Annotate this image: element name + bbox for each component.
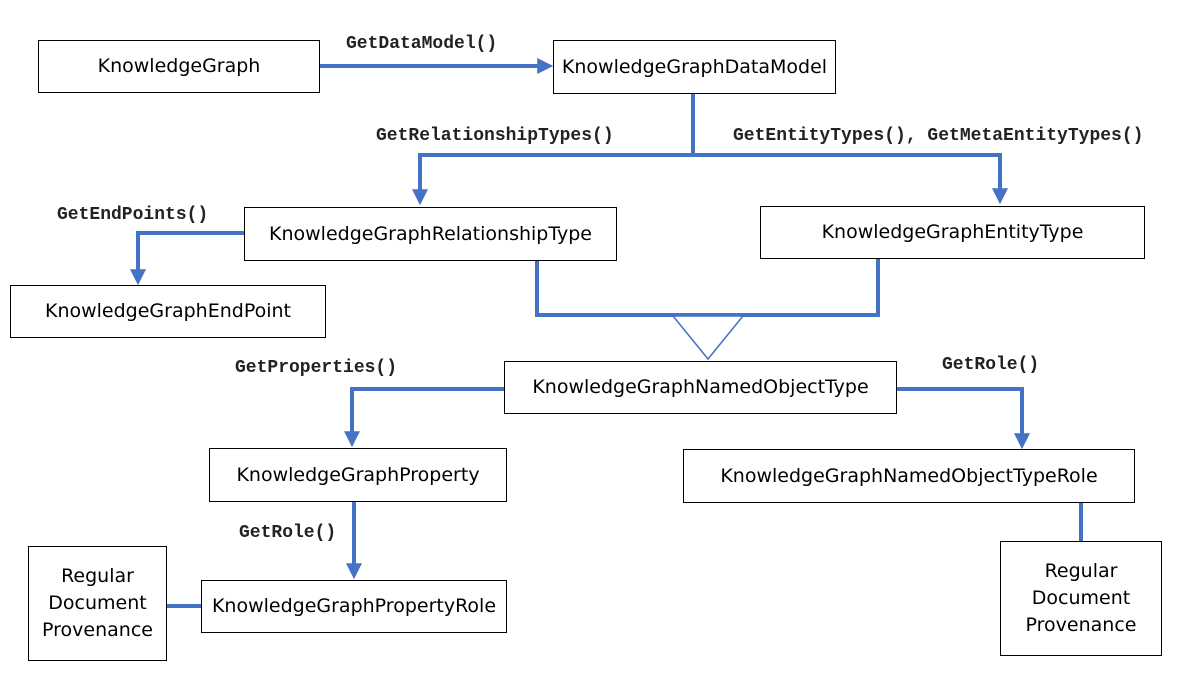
edge-get-end-points (130, 231, 244, 286)
label-get-role-named: GetRole() (942, 355, 1040, 375)
edge-get-relationship-types (412, 153, 693, 206)
label-get-relationship-types: GetRelationshipTypes() (376, 126, 614, 146)
node-provenance-left[interactable]: Regular Document Provenance (28, 546, 167, 661)
label-get-entity-types: GetEntityTypes(), GetMetaEntityTypes() (733, 126, 1144, 146)
label-get-data-model: GetDataModel() (346, 34, 498, 54)
edge-get-properties (344, 387, 504, 448)
edge-get-role-named (897, 387, 1030, 450)
edge-inherit-entity (708, 259, 880, 317)
node-property[interactable]: KnowledgeGraphProperty (209, 448, 507, 502)
node-data-model[interactable]: KnowledgeGraphDataModel (553, 40, 836, 94)
label-get-end-points: GetEndPoints() (57, 205, 209, 225)
edge-inherit-relationship (535, 260, 708, 317)
label-get-properties: GetProperties() (235, 358, 398, 378)
node-named-object-type-role[interactable]: KnowledgeGraphNamedObjectTypeRole (683, 449, 1135, 503)
node-end-point[interactable]: KnowledgeGraphEndPoint (10, 285, 326, 338)
label-get-role-property: GetRole() (239, 523, 337, 543)
node-named-object-type[interactable]: KnowledgeGraphNamedObjectType (504, 361, 897, 414)
node-relationship-type[interactable]: KnowledgeGraphRelationshipType (244, 207, 617, 261)
node-property-role[interactable]: KnowledgeGraphPropertyRole (201, 580, 507, 633)
node-provenance-right[interactable]: Regular Document Provenance (1000, 541, 1162, 656)
node-entity-type[interactable]: KnowledgeGraphEntityType (760, 206, 1145, 259)
inheritance-triangle (671, 315, 745, 361)
node-knowledge-graph[interactable]: KnowledgeGraph (38, 40, 320, 93)
edge-get-entity-types (693, 153, 1008, 205)
